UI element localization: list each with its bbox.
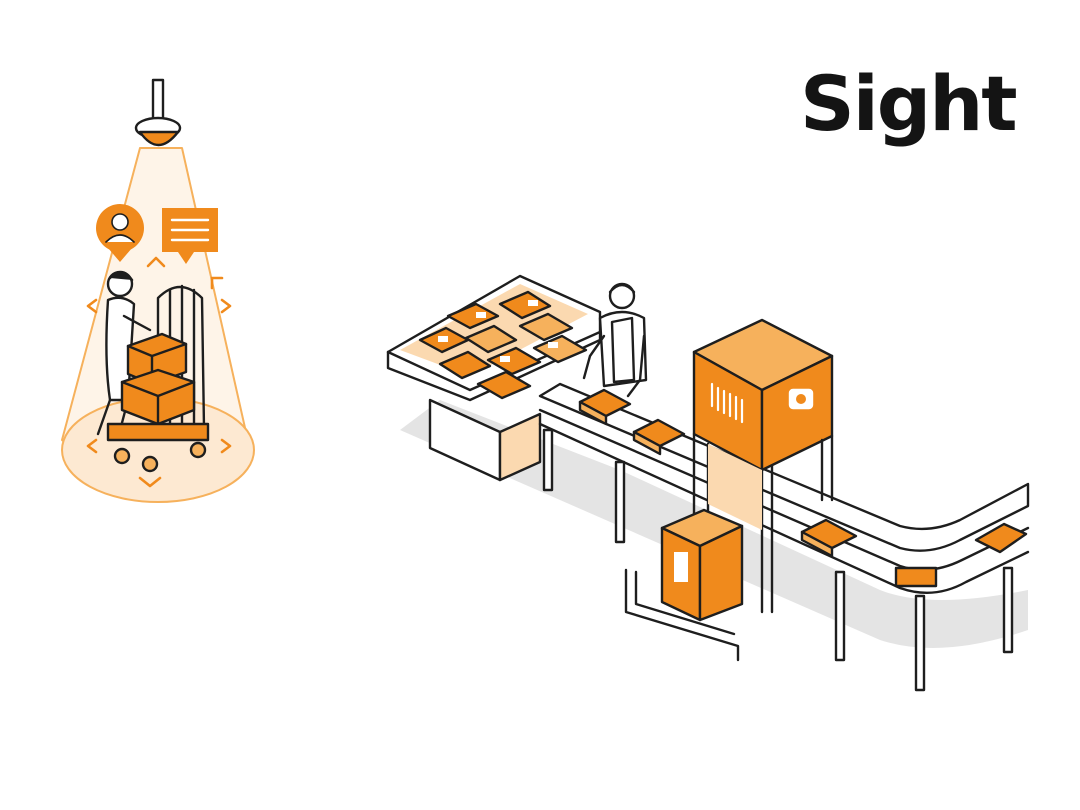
worker-with-cart <box>96 270 210 473</box>
ceiling-camera-icon <box>134 78 182 147</box>
parcel-pile <box>418 290 588 400</box>
conveyor-scene <box>386 274 1030 692</box>
camera-icon <box>788 388 814 410</box>
message-bubble-icon <box>162 208 218 264</box>
operator-worker <box>582 282 648 398</box>
brand-title: Sight <box>800 59 1018 148</box>
person-location-pin-icon <box>96 204 144 262</box>
barcode-icon <box>710 382 744 424</box>
monitoring-scene <box>61 78 255 503</box>
parcel-hopper <box>386 274 602 482</box>
scanner-tower <box>692 318 834 614</box>
conveyor-belt <box>538 382 1030 692</box>
conveyor-legs <box>542 428 1014 692</box>
output-bin <box>624 508 744 662</box>
